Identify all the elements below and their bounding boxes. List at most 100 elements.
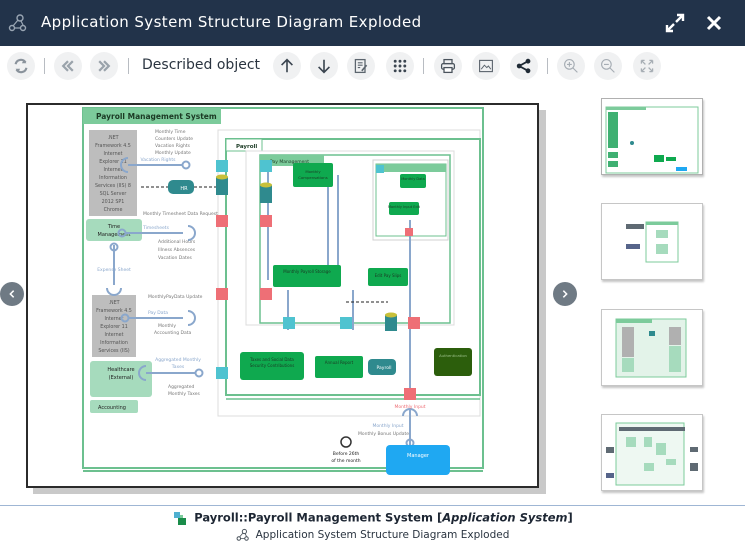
- share-button[interactable]: [510, 52, 538, 80]
- svg-text:Monthly Data: Monthly Data: [401, 177, 424, 181]
- svg-text:Information: Information: [100, 340, 128, 346]
- footer-model: Application System Structure Diagram Exp…: [0, 528, 745, 542]
- application-system-icon: [174, 512, 187, 525]
- svg-text:Internet: Internet: [103, 151, 122, 157]
- back-button[interactable]: [54, 52, 82, 80]
- close-button[interactable]: [703, 12, 725, 34]
- authentication: [434, 348, 472, 376]
- svg-text:Internet: Internet: [103, 167, 122, 173]
- printer-icon: [440, 58, 456, 74]
- thumbnail-preview: [626, 221, 679, 263]
- thumbnail-preview: [615, 318, 687, 378]
- thumbnail-page-4[interactable]: [601, 414, 703, 491]
- svg-text:Accounting: Accounting: [98, 405, 126, 411]
- svg-text:Services (IIS): Services (IIS): [98, 348, 129, 354]
- arrow-up-icon: [281, 58, 293, 73]
- expand-icon: [665, 13, 685, 33]
- thumbnail-preview: [606, 422, 698, 486]
- svg-text:Vacation Dates: Vacation Dates: [158, 255, 193, 261]
- pay-management-frame: [259, 154, 451, 324]
- double-chevron-left-icon: [61, 60, 74, 72]
- thumbnail-page-3[interactable]: [601, 309, 703, 386]
- zoom-out-icon: [601, 59, 615, 73]
- svg-text:Vacation Rights: Vacation Rights: [141, 157, 177, 163]
- svg-text:Authentication: Authentication: [439, 353, 467, 358]
- zoom-in-button[interactable]: [557, 52, 585, 80]
- properties-button[interactable]: [347, 52, 375, 80]
- maximize-button[interactable]: [664, 12, 686, 34]
- diagram-model-icon: [236, 528, 249, 541]
- svg-text:Compensations: Compensations: [298, 175, 327, 180]
- svg-text:Monthly Input: Monthly Input: [394, 404, 425, 410]
- double-chevron-right-icon: [98, 60, 111, 72]
- previous-page-button[interactable]: [0, 282, 24, 306]
- thumbnail-page-2[interactable]: [601, 203, 703, 280]
- svg-text:SQL Server: SQL Server: [100, 191, 127, 197]
- forward-button[interactable]: [90, 52, 118, 80]
- zoom-out-button[interactable]: [594, 52, 622, 80]
- svg-text:Monthly Payroll Storage: Monthly Payroll Storage: [283, 269, 331, 274]
- export-image-button[interactable]: [472, 52, 500, 80]
- annual-report: [315, 356, 363, 378]
- print-button[interactable]: [434, 52, 462, 80]
- monthly-data: [400, 174, 426, 188]
- svg-text:Before 26th: Before 26th: [333, 451, 360, 457]
- svg-text:Monthly Update: Monthly Update: [155, 150, 191, 156]
- svg-text:Time: Time: [107, 224, 120, 230]
- svg-text:Aggregated Monthly: Aggregated Monthly: [155, 357, 201, 363]
- payroll-database: [368, 359, 396, 375]
- event-clock: [340, 436, 352, 448]
- diagram-canvas[interactable]: Payroll Management System Payroll Pay Ma…: [26, 103, 539, 488]
- svg-text:Additional Hours: Additional Hours: [158, 239, 196, 245]
- payroll-group-frame: [225, 138, 481, 396]
- svg-text:Information: Information: [99, 175, 127, 181]
- svg-text:Monthly Time: Monthly Time: [155, 129, 186, 135]
- toolbar-separator: [128, 58, 129, 74]
- svg-text:.NET: .NET: [107, 135, 118, 141]
- bracket-open: [: [432, 510, 443, 525]
- manager-role: [386, 445, 450, 475]
- fit-button[interactable]: [633, 52, 661, 80]
- svg-text:Manager: Manager: [407, 453, 430, 459]
- toolbar-separator: [547, 58, 548, 74]
- svg-text:Explorer 11: Explorer 11: [100, 324, 128, 330]
- svg-text:Monthly Input Edit: Monthly Input Edit: [388, 205, 421, 209]
- pay-management-title: Pay Management: [270, 159, 309, 165]
- svg-text:Illness Absences: Illness Absences: [158, 247, 196, 253]
- overview-button[interactable]: [386, 52, 414, 80]
- svg-text:Services (IIS) 8: Services (IIS) 8: [95, 183, 131, 189]
- platform-box-2: [92, 295, 136, 357]
- taxes-social-security: [240, 352, 304, 380]
- system-group-header: [83, 108, 221, 124]
- chevron-left-icon: [9, 290, 15, 298]
- monthly-payroll-storage: [273, 265, 341, 287]
- level-down-button[interactable]: [310, 52, 338, 80]
- system-group-title: Payroll Management System: [96, 112, 217, 121]
- svg-text:.NET: .NET: [108, 300, 119, 306]
- described-object-label[interactable]: Described object: [142, 57, 261, 73]
- svg-text:Monthly: Monthly: [158, 323, 176, 329]
- object-type: Application System: [442, 510, 568, 525]
- svg-text:(External): (External): [109, 375, 134, 381]
- svg-text:Internet: Internet: [104, 332, 123, 338]
- svg-text:Pay Data: Pay Data: [148, 310, 168, 316]
- platform-box-1: [89, 130, 137, 216]
- bracket-close: ]: [567, 510, 573, 525]
- object-path: Payroll::Payroll Management System: [194, 510, 433, 525]
- svg-text:Security Contributions: Security Contributions: [250, 363, 295, 368]
- svg-text:Explorer 11: Explorer 11: [99, 159, 127, 165]
- svg-text:Annual Report: Annual Report: [325, 360, 354, 365]
- svg-text:Edit Pay Slips: Edit Pay Slips: [375, 273, 402, 278]
- monthly-input-edit: [389, 202, 419, 215]
- svg-text:MonthlyPayData Update: MonthlyPayData Update: [148, 294, 203, 300]
- svg-text:Management: Management: [98, 232, 131, 238]
- window-title: Application System Structure Diagram Exp…: [41, 13, 422, 31]
- svg-text:Taxes and Social Data: Taxes and Social Data: [249, 357, 294, 362]
- diagram-svg: Payroll Management System Payroll Pay Ma…: [82, 107, 484, 475]
- level-up-button[interactable]: [273, 52, 301, 80]
- svg-text:Expense Sheet: Expense Sheet: [97, 267, 131, 273]
- next-page-button[interactable]: [553, 282, 577, 306]
- time-management-box: [86, 219, 142, 241]
- refresh-button[interactable]: [7, 52, 35, 80]
- thumbnail-page-1[interactable]: [601, 98, 703, 175]
